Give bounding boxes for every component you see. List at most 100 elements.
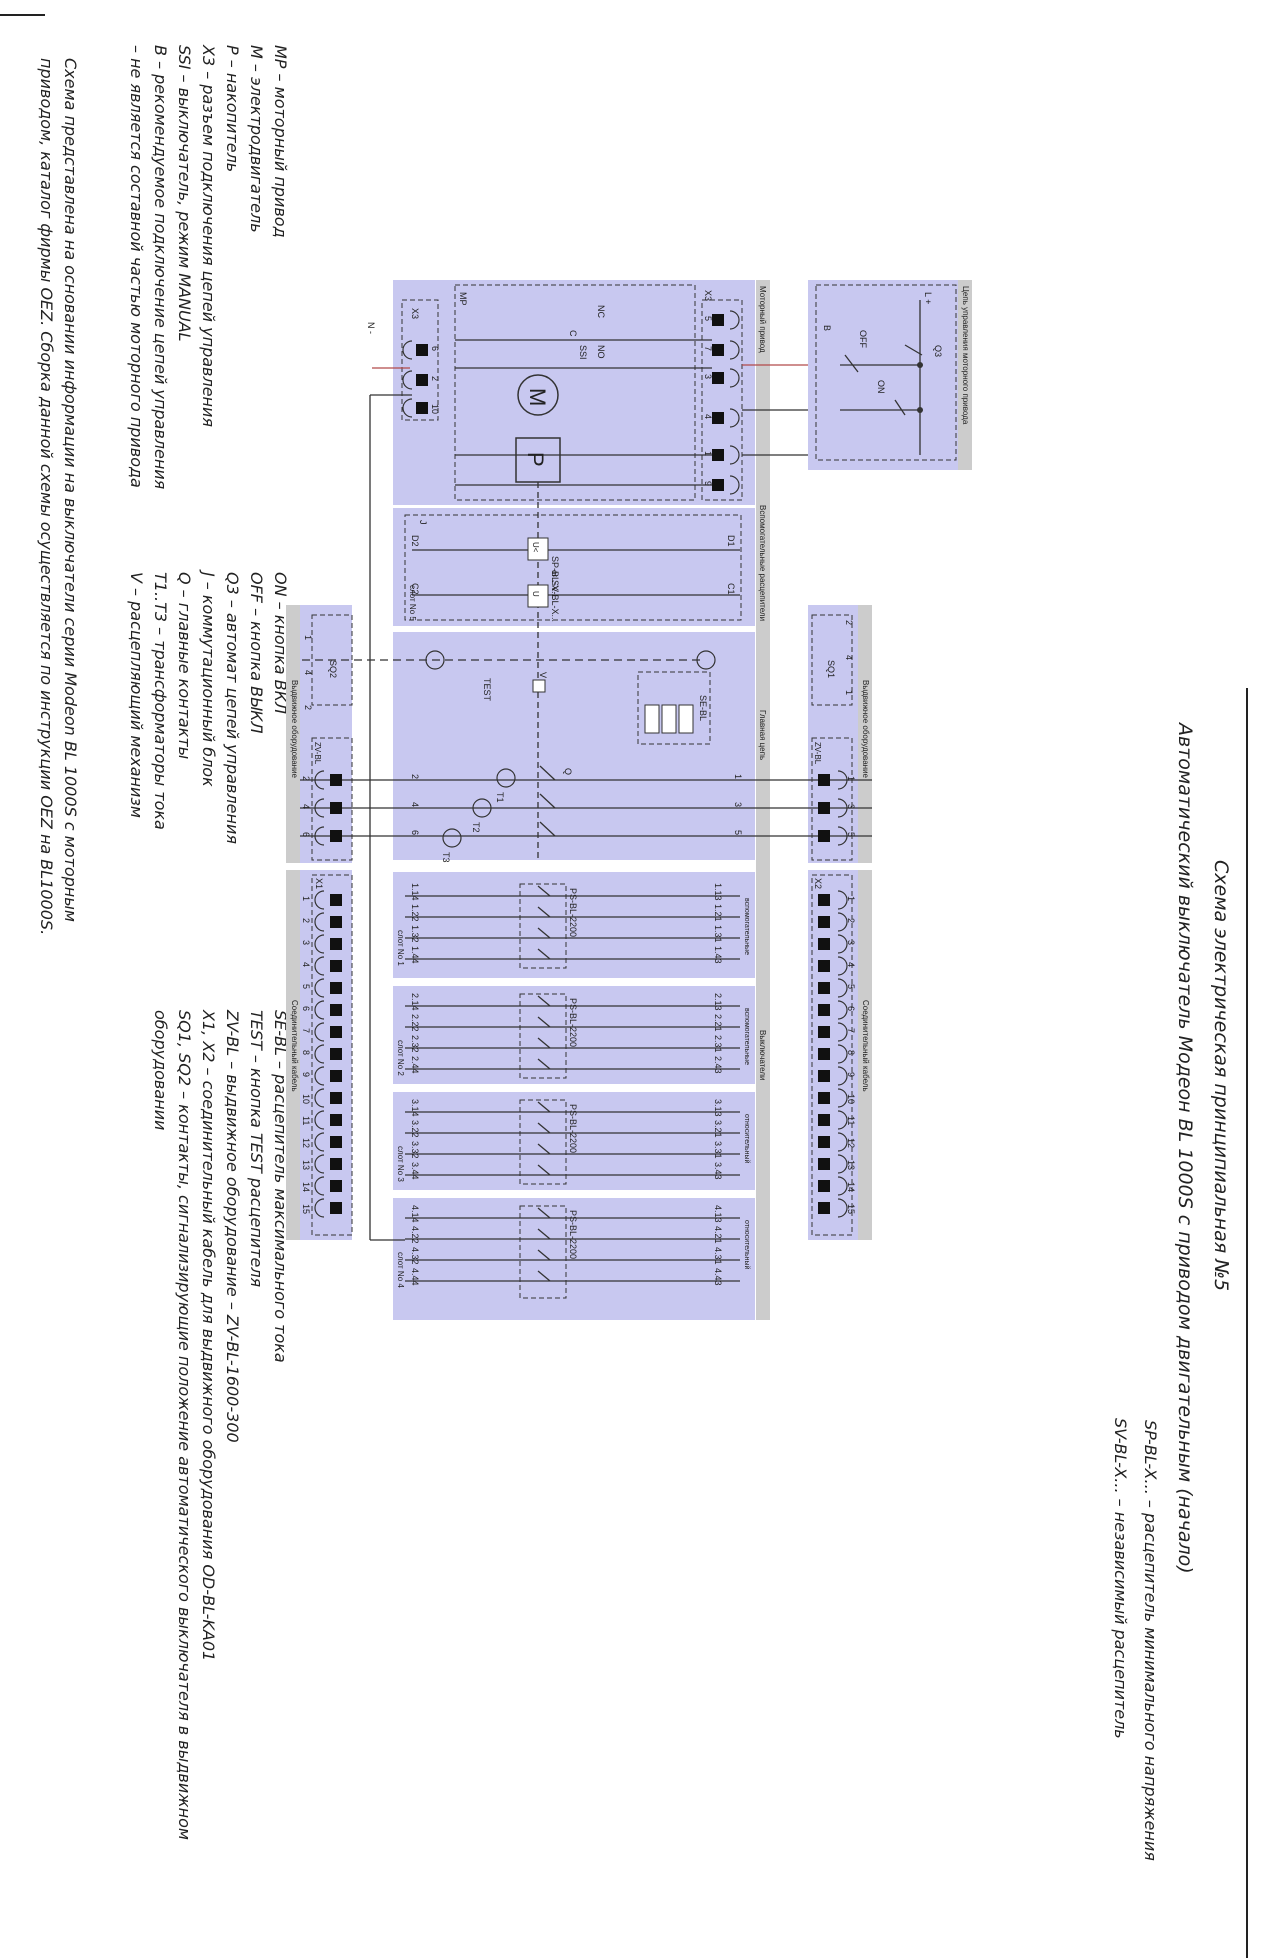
slot-left-term: 2.14 (410, 993, 420, 1011)
accumulator-label: P (523, 452, 548, 467)
slot-type-label: относительный (743, 1114, 751, 1164)
zv-right-socket (837, 770, 848, 790)
x1-pin-label: 5 (301, 984, 311, 989)
slot-contact (537, 1122, 551, 1134)
cable-left-label: Соединительный кабель (290, 1000, 299, 1092)
x2-socket (837, 1066, 848, 1086)
v-box (532, 679, 546, 693)
x2-pin (818, 1136, 830, 1148)
x2-socket (837, 1198, 848, 1218)
l-plus-label: L + (923, 292, 933, 304)
x1-pin-label: 7 (301, 1028, 311, 1033)
zv-right-pin-label: 5 (846, 832, 856, 837)
title-rule-top (1246, 688, 1248, 1958)
x2-pin-label: 7 (846, 1028, 856, 1033)
drawout-left-label: Выдвижное оборудование (290, 680, 299, 779)
x1-pin (330, 1026, 342, 1038)
x2-label: X2 (813, 878, 823, 889)
x2-pin (818, 1092, 830, 1104)
ps-bl-label: PS-BL-2200 (568, 998, 578, 1047)
x1-pin-label: 9 (301, 1072, 311, 1077)
x2-pin-label: 3 (846, 940, 856, 945)
c1-label: C1 (726, 583, 736, 595)
t3-label: T3 (441, 852, 451, 863)
motor-strip (756, 280, 770, 1320)
x2-pin-label: 15 (846, 1204, 856, 1214)
x2-pin-label: 1 (846, 896, 856, 901)
se-bl-dashed-box (637, 671, 711, 745)
x2-dashed (811, 874, 853, 1236)
junction-q3 (917, 362, 923, 368)
ps-bl-box (519, 993, 567, 1079)
slot-right-term: 3.21 (713, 1120, 723, 1138)
test-label: TEST (482, 678, 492, 702)
slot-left-term: 1.14 (410, 883, 420, 901)
drawout-right-panel (808, 605, 858, 863)
x3-pin-label: 4 (703, 414, 713, 419)
slot-left-term: 3.14 (410, 1099, 420, 1117)
t3-symbol (442, 828, 462, 848)
slot-type-label: вспомогательные (743, 898, 750, 955)
x2-socket (837, 890, 848, 910)
zv-left-pin (330, 830, 342, 842)
ssi-label: SSI (578, 345, 588, 360)
slot-name: слот No 3 (396, 1146, 405, 1182)
x1-pin (330, 1180, 342, 1192)
so2-label: SQ2 (328, 660, 338, 678)
x1-socket (314, 1198, 325, 1218)
x1-socket (314, 1044, 325, 1064)
u-min-label: U< (531, 542, 540, 553)
se-bl-i2 (661, 704, 677, 734)
drawout-left-panel (300, 605, 352, 863)
control-dashed-box (815, 284, 957, 461)
cable-right-panel (808, 870, 858, 1240)
t2-symbol (472, 798, 492, 818)
zv-left-socket (314, 770, 325, 790)
slot-left-term: 2.44 (410, 1056, 420, 1074)
main-contact-3 (539, 821, 556, 837)
x3-pin-label: 1 (703, 451, 713, 456)
x2-pin (818, 1202, 830, 1214)
x3-pin-4 (712, 412, 724, 424)
x3-pin-label: 9 (703, 481, 713, 486)
x1-pin (330, 894, 342, 906)
x2-socket (837, 1154, 848, 1174)
slot-right-term: 1.43 (713, 946, 723, 964)
motor-drive-panel (393, 280, 755, 505)
slot-type-label: вспомогательные (743, 1008, 750, 1065)
x2-pin (818, 982, 830, 994)
x3b-pin-2 (416, 374, 428, 386)
x2-pin (818, 1026, 830, 1038)
so1-pin: 4 (844, 655, 854, 660)
slot-right-term: 3.13 (713, 1099, 723, 1117)
x3-pin-1 (712, 449, 724, 461)
x2-socket (837, 1176, 848, 1196)
motor-drive-label: Моторный привод (758, 286, 767, 353)
x1-pin (330, 960, 342, 972)
x1-socket (314, 1176, 325, 1196)
so2-pin: 1 (303, 635, 313, 640)
x2-pin-label: 5 (846, 984, 856, 989)
u-label: U (531, 591, 540, 597)
cable-right-strip (858, 870, 872, 1240)
x2-socket (837, 978, 848, 998)
main-contact-2 (539, 793, 556, 809)
x3-pin-socket (729, 445, 740, 465)
slot-left-term: 3.44 (410, 1162, 420, 1180)
x3-pin-9 (712, 479, 724, 491)
slot-left-term: 3.22 (410, 1120, 420, 1138)
x2-socket (837, 956, 848, 976)
zv-left-pin (330, 802, 342, 814)
v-label: V (538, 672, 548, 678)
x1-pin-label: 14 (301, 1182, 311, 1192)
x3b-pin-label: 10 (430, 404, 440, 414)
slot-contact (537, 1143, 551, 1155)
x1-pin (330, 1070, 342, 1082)
motor-label: M (525, 388, 550, 406)
x2-pin (818, 1070, 830, 1082)
x2-socket (837, 1110, 848, 1130)
motor-symbol (517, 374, 559, 416)
x3b-pin-socket (402, 340, 413, 360)
t1-symbol (496, 768, 516, 788)
drawout-left-strip (286, 605, 300, 863)
